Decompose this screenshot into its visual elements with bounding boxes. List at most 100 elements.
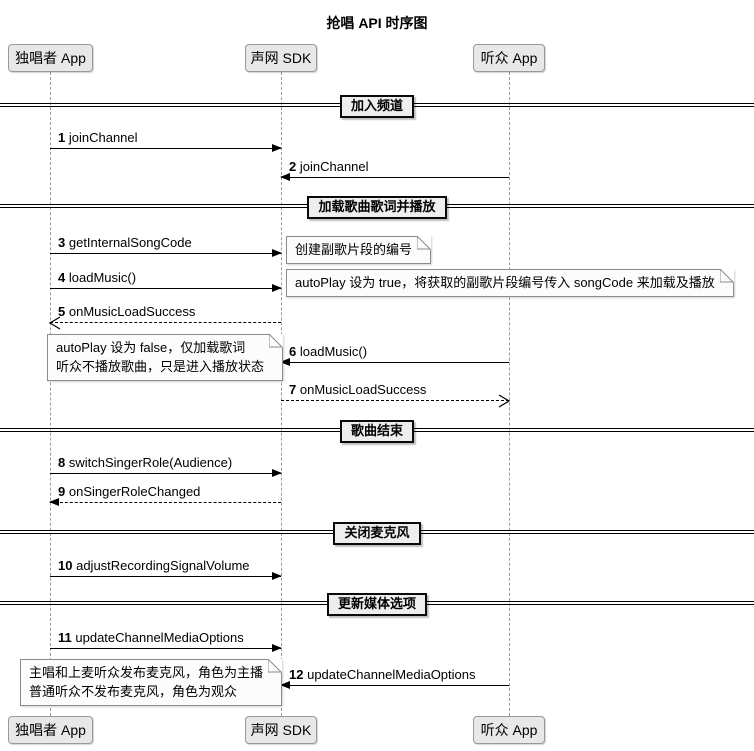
message-seq: 7 [289, 382, 297, 397]
message-seq: 5 [58, 304, 66, 319]
arrowhead-right-icon [272, 644, 282, 652]
arrowhead-right-icon [272, 469, 282, 477]
message-line [50, 144, 282, 152]
divider-update-media-options: 更新媒体选项 [0, 593, 754, 616]
message-line [50, 572, 282, 580]
arrowhead-right-icon [272, 249, 282, 257]
message-line [49, 498, 281, 506]
message-label: 7 onMusicLoadSuccess [281, 383, 509, 397]
message-seq: 8 [58, 455, 66, 470]
message-line [50, 644, 282, 652]
message-text: loadMusic() [299, 344, 368, 359]
message-seq: 9 [58, 484, 66, 499]
participant-singer-app-top: 独唱者 App [8, 44, 93, 72]
message-4-loadmusic: 4 loadMusic() [50, 271, 282, 292]
arrowhead-left-icon [280, 358, 290, 366]
message-label: 4 loadMusic() [50, 271, 281, 285]
divider-label: 歌曲结束 [339, 420, 414, 443]
message-text: joinChannel [68, 130, 138, 145]
message-text: adjustRecordingSignalVolume [76, 558, 250, 573]
message-line [280, 173, 509, 181]
message-line [50, 249, 282, 257]
note-create-chorus-code: 创建副歌片段的编号 [286, 236, 432, 264]
message-label: 9 onSingerRoleChanged [50, 485, 281, 499]
message-label: 2 joinChannel [281, 160, 509, 174]
arrowhead-left-icon [280, 681, 290, 689]
message-label: 12 updateChannelMediaOptions [281, 668, 509, 682]
divider-join-channel: 加入频道 [0, 95, 754, 118]
arrowhead-right-icon [272, 144, 282, 152]
message-label: 11 updateChannelMediaOptions [50, 631, 281, 645]
message-label: 6 loadMusic() [281, 345, 509, 359]
participant-label: 独唱者 App [15, 50, 86, 66]
note-text: 创建副歌片段的编号 [295, 242, 413, 257]
participant-label: 声网 SDK [250, 50, 312, 66]
message-10-adjustrecordingsignalvolume: 10 adjustRecordingSignalVolume [50, 559, 282, 580]
note-fold-icon [417, 236, 432, 250]
message-text: onMusicLoadSuccess [299, 382, 427, 397]
message-text: joinChannel [299, 159, 369, 174]
message-text: getInternalSongCode [68, 235, 192, 250]
message-9-onsingerrolechanged: 9 onSingerRoleChanged [49, 485, 281, 506]
message-seq: 2 [289, 159, 297, 174]
message-8-switchsingerrole: 8 switchSingerRole(Audience) [50, 455, 282, 477]
note-mic-publish-roles: 主唱和上麦听众发布麦克风，角色为主播 普通听众不发布麦克风，角色为观众 [20, 659, 283, 706]
note-text: 普通听众不发布麦克风，角色为观众 [29, 684, 238, 699]
message-5-onmusicloadsuccess: 5 onMusicLoadSuccess [49, 305, 281, 330]
message-line [50, 284, 282, 292]
message-text: loadMusic() [68, 270, 137, 285]
participant-singer-app-bottom: 独唱者 App [8, 716, 93, 744]
diagram-title: 抢唱 API 时序图 [326, 15, 428, 31]
message-seq: 11 [58, 630, 72, 645]
divider-close-mic: 关闭麦克风 [0, 522, 754, 545]
message-2-joinchannel: 2 joinChannel [280, 160, 509, 181]
message-11-updatechannelmediaoptions: 11 updateChannelMediaOptions [50, 631, 282, 652]
message-text: onMusicLoadSuccess [68, 304, 196, 319]
note-text: autoPlay 设为 true，将获取的副歌片段编号传入 songCode 来… [295, 275, 715, 290]
arrowhead-right-icon [272, 284, 282, 292]
divider-label: 更新媒体选项 [326, 593, 427, 616]
lifeline-singer-app [50, 72, 51, 716]
note-autoplay-false: autoPlay 设为 false，仅加载歌词 听众不播放歌曲，只是进入播放状态 [47, 334, 284, 381]
message-12-updatechannelmediaoptions: 12 updateChannelMediaOptions [280, 668, 509, 689]
message-label: 3 getInternalSongCode [50, 236, 281, 250]
divider-label: 加入频道 [339, 95, 414, 118]
note-text: 主唱和上麦听众发布麦克风，角色为主播 [29, 665, 264, 680]
message-7-onmusicloadsuccess: 7 onMusicLoadSuccess [281, 383, 510, 408]
note-text: 听众不播放歌曲，只是进入播放状态 [56, 359, 265, 374]
divider-song-end: 歌曲结束 [0, 420, 754, 443]
message-seq: 12 [289, 667, 304, 682]
lifeline-agora-sdk [281, 72, 282, 716]
message-label: 5 onMusicLoadSuccess [50, 305, 281, 319]
arrowhead-open-left-icon [49, 316, 61, 330]
participant-label: 独唱者 App [15, 722, 86, 738]
message-text: updateChannelMediaOptions [307, 667, 476, 682]
arrowhead-open-right-icon [498, 394, 510, 408]
message-line [280, 681, 509, 689]
note-fold-icon [269, 334, 284, 348]
message-seq: 6 [289, 344, 297, 359]
participant-audience-app-bottom: 听众 App [473, 716, 545, 744]
message-line [49, 316, 281, 330]
message-seq: 4 [58, 270, 66, 285]
message-line [281, 394, 510, 408]
message-seq: 3 [58, 235, 66, 250]
message-text: onSingerRoleChanged [68, 484, 201, 499]
participant-agora-sdk-top: 声网 SDK [245, 44, 317, 72]
participant-agora-sdk-bottom: 声网 SDK [245, 716, 317, 744]
note-text: autoPlay 设为 false，仅加载歌词 [56, 340, 246, 355]
lifeline-audience-app [509, 72, 510, 716]
message-3-getinternalsongcode: 3 getInternalSongCode [50, 236, 282, 257]
note-autoplay-true: autoPlay 设为 true，将获取的副歌片段编号传入 songCode 来… [286, 269, 734, 297]
message-label: 10 adjustRecordingSignalVolume [50, 559, 281, 573]
divider-label: 加载歌曲歌词并播放 [307, 196, 447, 219]
message-6-loadmusic: 6 loadMusic() [280, 345, 509, 366]
note-fold-icon [268, 659, 283, 673]
arrowhead-right-icon [272, 572, 282, 580]
participant-audience-app-top: 听众 App [473, 44, 545, 72]
arrowhead-left-icon [49, 498, 59, 506]
participant-label: 听众 App [480, 50, 538, 66]
message-line [280, 358, 509, 366]
message-seq: 1 [58, 130, 66, 145]
